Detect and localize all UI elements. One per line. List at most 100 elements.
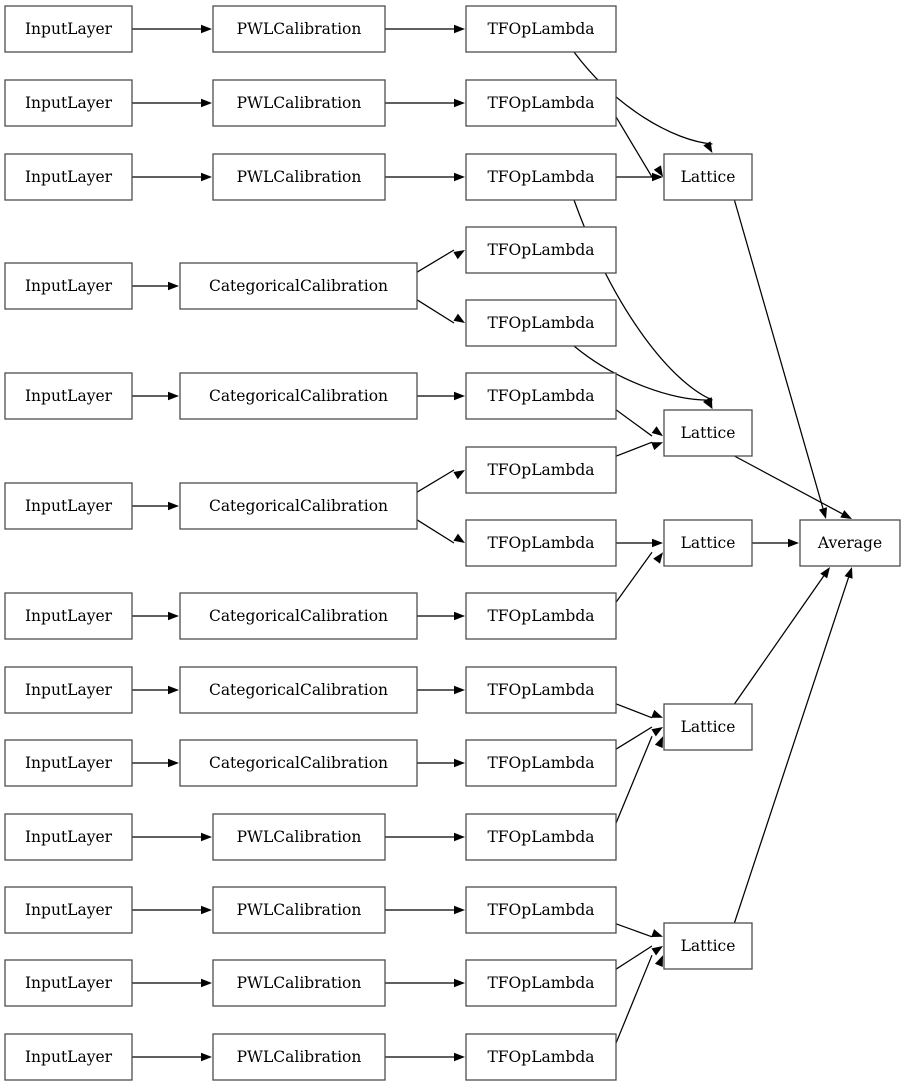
edge-arrowhead [453,470,465,480]
graph-node-in11[interactable]: InputLayer [4,886,133,934]
graph-node-tf5[interactable]: TFOpLambda [465,299,617,347]
edge-arrowhead [651,946,663,956]
graph-edge-in11-to-cal11 [132,905,212,915]
graph-node-lat5[interactable]: Lattice [663,922,753,970]
graph-edge-tf13-to-lat5 [615,923,663,938]
graph-node-in4[interactable]: InputLayer [4,262,133,310]
graph-node-cal5[interactable]: CategoricalCalibration [179,372,418,420]
graph-node-tf8[interactable]: TFOpLambda [465,519,617,567]
graph-node-in5[interactable]: InputLayer [4,372,133,420]
edge-arrowhead [652,172,663,182]
graph-edge-cal8-to-tf10 [417,685,465,695]
graph-node-tf1[interactable]: TFOpLambda [465,5,617,53]
graph-node-cal1[interactable]: PWLCalibration [212,5,386,53]
graph-node-lat4[interactable]: Lattice [663,703,753,751]
node-box [179,372,418,420]
graph-node-cal3[interactable]: PWLCalibration [212,153,386,201]
node-label: Lattice [681,424,736,442]
node-box [465,739,617,787]
graph-node-cal12[interactable]: PWLCalibration [212,959,386,1007]
edge-line [416,519,455,544]
node-label: TFOpLambda [487,754,594,772]
graph-edge-in1-to-cal1 [132,24,212,34]
node-label: InputLayer [25,1048,113,1066]
edge-arrowhead [651,426,663,437]
graph-node-tf11[interactable]: TFOpLambda [465,739,617,787]
node-box [212,813,386,861]
node-label: InputLayer [25,387,113,405]
graph-node-cal10[interactable]: PWLCalibration [212,813,386,861]
graph-edge-tf10-to-lat4 [615,703,663,719]
graph-node-in12[interactable]: InputLayer [4,959,133,1007]
node-box [465,5,617,53]
graph-edge-cal3-to-tf3 [385,172,465,182]
node-label: PWLCalibration [237,901,362,919]
graph-edge-cal1-to-tf1 [385,24,465,34]
graph-edge-tf2-to-lat1 [615,116,663,178]
edge-arrowhead [788,538,799,548]
graph-node-tf2[interactable]: TFOpLambda [465,79,617,127]
graph-node-cal9[interactable]: CategoricalCalibration [179,739,418,787]
graph-node-lat2[interactable]: Lattice [663,409,753,457]
edge-line [733,577,850,924]
graph-node-tf3[interactable]: TFOpLambda [465,153,617,201]
node-box [799,519,901,567]
graph-node-tf12[interactable]: TFOpLambda [465,813,617,861]
graph-node-tf14[interactable]: TFOpLambda [465,959,617,1007]
graph-node-tf7[interactable]: TFOpLambda [465,446,617,494]
graph-node-in7[interactable]: InputLayer [4,592,133,640]
graph-node-tf6[interactable]: TFOpLambda [465,372,617,420]
graph-node-cal13[interactable]: PWLCalibration [212,1033,386,1081]
graph-node-cal6[interactable]: CategoricalCalibration [179,482,418,530]
node-label: InputLayer [25,277,113,295]
graph-node-tf9[interactable]: TFOpLambda [465,592,617,640]
node-label: CategoricalCalibration [209,754,388,772]
graph-edge-tf11-to-lat4 [615,726,663,750]
graph-node-cal7[interactable]: CategoricalCalibration [179,592,418,640]
edge-line [733,575,825,705]
node-box [663,409,753,457]
node-box [465,299,617,347]
graph-edge-in10-to-cal10 [132,832,212,842]
graph-node-tf15[interactable]: TFOpLambda [465,1033,617,1081]
edge-arrowhead [818,507,828,519]
graph-node-tf10[interactable]: TFOpLambda [465,666,617,714]
node-label: InputLayer [25,681,113,699]
graph-node-in13[interactable]: InputLayer [4,1033,133,1081]
edge-arrowhead [454,758,465,768]
node-box [4,372,133,420]
graph-node-lat1[interactable]: Lattice [663,153,753,201]
node-box [179,262,418,310]
node-box [179,482,418,530]
edge-arrowhead [703,141,713,153]
edge-arrowhead [168,281,179,291]
graph-node-cal8[interactable]: CategoricalCalibration [179,666,418,714]
edge-arrowhead [820,567,830,579]
graph-edge-cal7-to-tf9 [417,611,465,621]
graph-edge-cal4-to-tf4 [416,249,465,273]
node-label: TFOpLambda [487,168,594,186]
graph-node-in2[interactable]: InputLayer [4,79,133,127]
graph-node-in9[interactable]: InputLayer [4,739,133,787]
graph-edge-in8-to-cal8 [132,685,179,695]
graph-node-in6[interactable]: InputLayer [4,482,133,530]
graph-node-lat3[interactable]: Lattice [663,519,753,567]
graph-node-avg[interactable]: Average [799,519,901,567]
graph-node-in3[interactable]: InputLayer [4,153,133,201]
node-label: TFOpLambda [487,607,594,625]
graph-node-tf13[interactable]: TFOpLambda [465,886,617,934]
graph-node-tf4[interactable]: TFOpLambda [465,226,617,274]
edge-arrowhead [651,442,663,451]
graph-node-in8[interactable]: InputLayer [4,666,133,714]
graph-node-in10[interactable]: InputLayer [4,813,133,861]
edge-line [615,441,653,457]
graph-node-cal11[interactable]: PWLCalibration [212,886,386,934]
edge-line [615,945,653,970]
edge-arrowhead [168,611,179,621]
node-label: TFOpLambda [487,94,594,112]
node-label: InputLayer [25,497,113,515]
node-label: CategoricalCalibration [209,607,388,625]
graph-node-in1[interactable]: InputLayer [4,5,133,53]
graph-node-cal2[interactable]: PWLCalibration [212,79,386,127]
graph-node-cal4[interactable]: CategoricalCalibration [179,262,418,310]
